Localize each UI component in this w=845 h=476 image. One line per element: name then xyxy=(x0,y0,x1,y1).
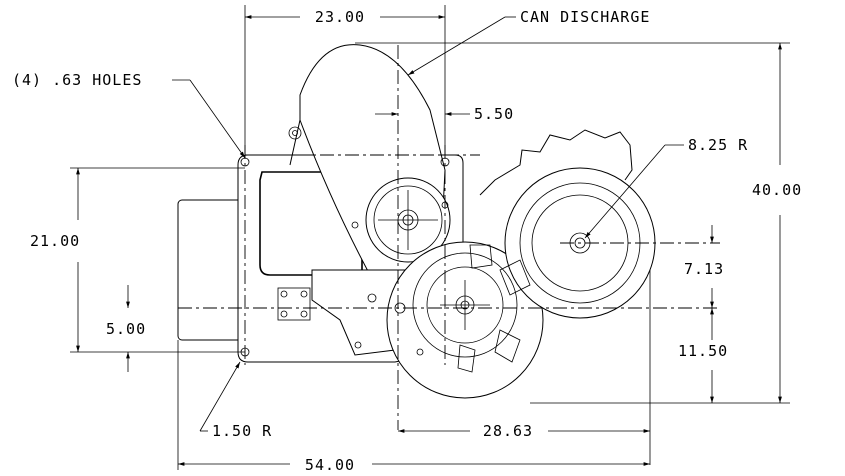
label-holes: (4) .63 HOLES xyxy=(12,71,142,89)
dim-right-lower: 11.50 xyxy=(678,342,728,360)
machine-drawing-icon xyxy=(177,44,656,399)
dim-overall-width: 54.00 xyxy=(305,456,355,474)
dim-corner-radius: 1.50 R xyxy=(212,422,272,440)
dim-hub-spacing: 28.63 xyxy=(483,422,533,440)
dim-offset-small: 5.50 xyxy=(474,105,514,123)
dim-left-height: 21.00 xyxy=(30,232,80,250)
dim-radius-large: 8.25 R xyxy=(688,136,748,154)
dimension-lines xyxy=(70,5,790,470)
label-can-discharge: CAN DISCHARGE xyxy=(520,8,650,26)
dim-top-width: 23.00 xyxy=(315,8,365,26)
dim-overall-height: 40.00 xyxy=(752,181,802,199)
mount-plate xyxy=(277,287,311,321)
dim-right-offset: 7.13 xyxy=(684,260,724,278)
gear-arc xyxy=(479,129,633,196)
dim-left-offset: 5.00 xyxy=(106,320,146,338)
center-lines xyxy=(178,45,720,430)
